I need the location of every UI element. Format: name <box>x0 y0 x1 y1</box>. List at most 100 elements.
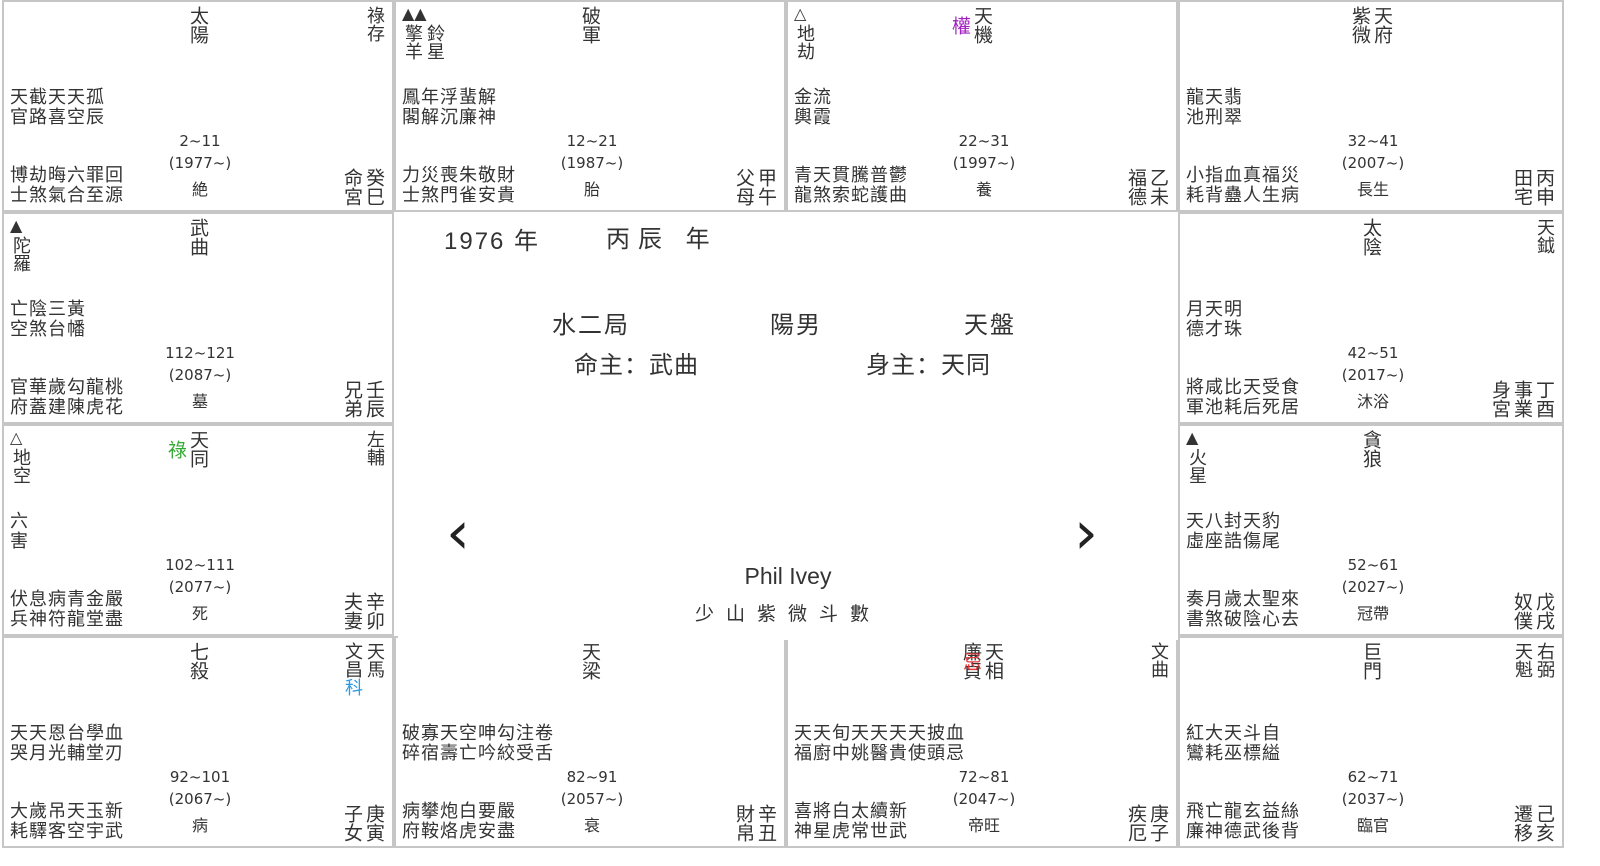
minor-row-1: 天天恩台學血 <box>10 723 124 744</box>
minor-row-2: 空煞台幡 <box>10 319 86 340</box>
main-stars: 天梁 <box>396 642 784 680</box>
minor-row-2: 碎宿壽亡吟絞受舌 <box>402 743 554 764</box>
life-stage: 衰 <box>583 816 600 835</box>
god-row-1: 伏息病青金嚴 <box>10 589 124 610</box>
main-star-name: 天機 <box>971 6 993 44</box>
main-star-name: 天府 <box>1371 6 1393 44</box>
start-year: (2007~) <box>1341 154 1405 172</box>
god-row-2: 龍煞索蛇護曲 <box>794 185 908 206</box>
app-name: 少山紫微斗數 <box>694 603 881 625</box>
transform-mark: 忌 <box>960 651 982 671</box>
gender-label: 陽男 <box>770 311 822 339</box>
main-star: 天同祿 <box>165 430 209 468</box>
god-row-1: 病攀炮白要嚴 <box>402 801 516 822</box>
main-star: 巨門 <box>1360 642 1382 680</box>
god-row-2: 神星虎常世武 <box>794 821 908 842</box>
earthly-branch: 乙未 <box>1147 168 1169 206</box>
minor-row-1: 龍天翡 <box>1186 87 1243 108</box>
transform-mark: 科 <box>342 678 363 696</box>
minor-row-2: 鸞耗巫標縊 <box>1186 743 1281 764</box>
life-stage: 冠帶 <box>1356 604 1389 623</box>
main-stars: 廉貞天相忌 <box>788 642 1176 680</box>
main-star: 天相忌 <box>960 642 1004 680</box>
age-range: 62~71 <box>1347 768 1399 786</box>
main-stars: 貪狼 <box>1180 430 1562 468</box>
birth-year: 1976 年 <box>444 228 541 255</box>
next-arrow-icon[interactable]: › <box>1074 498 1098 568</box>
god-row-1: 力災喪朱敬財 <box>402 165 516 186</box>
right-minor-star: 天鉞 <box>1534 218 1555 254</box>
start-year: (2047~) <box>952 790 1016 808</box>
god-row-2: 書煞破陰心去 <box>1186 609 1300 630</box>
left-minor-star: 擎羊 <box>402 24 423 60</box>
main-stars: 天機權 <box>788 6 1176 44</box>
main-star-name: 七殺 <box>187 642 209 680</box>
god-row-2: 府蓋建陳虎花 <box>10 397 124 418</box>
main-star: 天機權 <box>949 6 993 44</box>
life-stage: 病 <box>191 816 208 835</box>
start-year: (2067~) <box>168 790 232 808</box>
main-star-name: 貪狼 <box>1360 430 1382 468</box>
age-range: 72~81 <box>958 768 1010 786</box>
left-minor-star: 地空 <box>10 448 31 484</box>
minor-row-2: 哭月光輔堂刃 <box>10 743 124 764</box>
minor-row-1: 天截天天孤 <box>10 87 105 108</box>
palace-name: 田宅 <box>1511 168 1533 206</box>
left-minor-star: 陀羅 <box>10 236 31 272</box>
right-minor-star: 文昌科 <box>342 642 363 696</box>
main-star: 貪狼 <box>1360 430 1382 468</box>
center-panel: 1976 年 丙辰 年 水二局 陽男 天盤 命主：武曲 身主：天同 ‹ › Ph… <box>398 213 1178 640</box>
palace-name: 子女 <box>341 804 363 842</box>
earthly-branch: 庚子 <box>1147 804 1169 842</box>
minor-row-1: 破寡天空呻勾注卷 <box>402 723 554 744</box>
earthly-branch: 甲午 <box>755 168 777 206</box>
age-range: 92~101 <box>169 768 231 786</box>
age-range: 2~11 <box>179 132 221 150</box>
flag-marks: ▲▲ <box>402 4 427 23</box>
earthly-branch: 壬辰 <box>363 380 385 418</box>
life-stage: 絶 <box>191 180 208 199</box>
main-stars: 太陽 <box>4 6 392 44</box>
chart-type-label: 天盤 <box>964 311 1016 339</box>
right-minor-name: 祿存 <box>364 6 385 42</box>
main-star-name: 天同 <box>187 430 209 468</box>
age-range: 32~41 <box>1347 132 1399 150</box>
god-row-1: 飛亡龍玄益絲 <box>1186 801 1300 822</box>
god-row-2: 士煞門雀安貴 <box>402 185 516 206</box>
palace-name: 身宮 <box>1489 380 1511 418</box>
bureau-label: 水二局 <box>552 311 630 339</box>
start-year: (2037~) <box>1341 790 1405 808</box>
left-minor-star: 鈴星 <box>424 24 445 60</box>
minor-row-2: 德才珠 <box>1186 319 1243 340</box>
minor-row-2: 輿霞 <box>794 107 832 128</box>
prev-arrow-icon[interactable]: ‹ <box>446 498 470 568</box>
main-star-name: 破軍 <box>579 6 601 44</box>
birth-ganzhi: 丙辰 年 <box>606 225 718 253</box>
minor-row-1: 天八封天豹 <box>1186 511 1281 532</box>
main-star: 太陽 <box>187 6 209 44</box>
god-row-2: 兵神符龍堂盡 <box>10 609 124 630</box>
minor-row-1: 金流 <box>794 87 832 108</box>
life-stage: 臨官 <box>1356 816 1389 835</box>
earthly-branch: 庚寅 <box>363 804 385 842</box>
palace-name: 父母 <box>733 168 755 206</box>
god-row-1: 將咸比天受食 <box>1186 377 1300 398</box>
god-row-1: 小指血真福災 <box>1186 165 1300 186</box>
palace-name: 疾厄 <box>1125 804 1147 842</box>
palace-name: 命宮 <box>341 168 363 206</box>
age-range: 112~121 <box>165 344 235 362</box>
god-row-1: 大歲吊天玉新 <box>10 801 124 822</box>
